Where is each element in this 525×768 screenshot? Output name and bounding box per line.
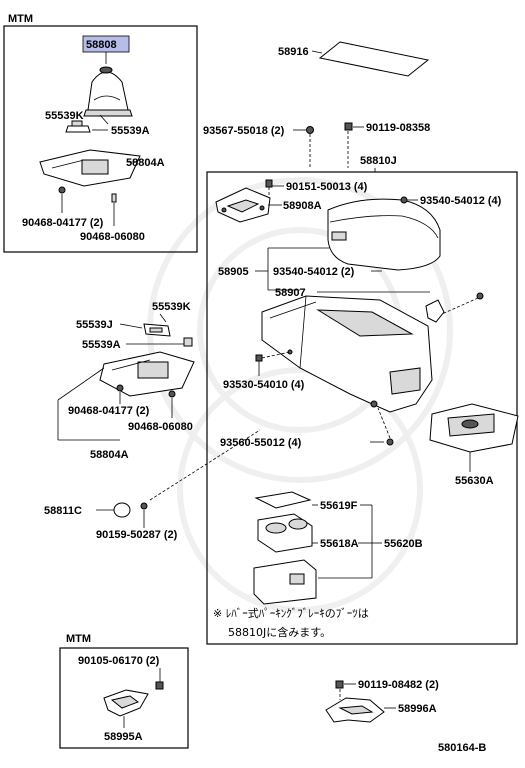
bracket-part-58995A [103,689,149,717]
mtm-label-bottom: MTM [66,633,91,645]
part-58916[interactable]: 58916 [278,46,309,58]
part-58908A[interactable]: 58908A [283,200,322,212]
note-line-1: ※ ﾚﾊﾞｰ式ﾊﾟｰｷﾝｸﾞﾌﾞﾚｰｷのﾌﾞｰﾂは [213,607,369,620]
part-90159-50287[interactable]: 90159-50287 (2) [96,529,178,541]
diagram-code: 580164-B [438,742,486,754]
mtm-box-bottom: MTM 90105-06170 (2) 58995A [59,633,189,749]
part-90468-04177-mid[interactable]: 90468-04177 (2) [68,405,150,417]
part-93560-55012[interactable]: 93560-55012 (4) [220,437,302,449]
clip-part [65,120,91,133]
part-58804A-top[interactable]: 58804A [126,157,165,169]
part-55539K-mid[interactable]: 55539K [152,301,191,313]
bracket-part-58996A [325,697,385,723]
part-55619F[interactable]: 55619F [320,500,358,512]
part-55539K-top[interactable]: 55539K [45,110,84,122]
part-93540-54012-2[interactable]: 93540-54012 (2) [273,266,355,278]
part-58905[interactable]: 58905 [218,266,249,278]
main-assembly-box: 90151-50013 (4) 58908A 93540-54012 (4) 5… [206,171,519,645]
part-55539J[interactable]: 55539J [76,319,113,331]
part-55620B[interactable]: 55620B [384,538,423,550]
part-58804A-mid[interactable]: 58804A [90,449,129,461]
clip-part-mid [143,323,171,337]
part-90468-04177-top[interactable]: 90468-04177 (2) [22,217,104,229]
part-55539A-top[interactable]: 55539A [111,125,150,137]
part-55630A[interactable]: 55630A [455,475,494,487]
shift-boot-part [83,66,133,117]
mtm-label-top: MTM [8,13,33,25]
shift-panel-group: 55539K 55539J 55539A 90468-04177 (2) 904… [57,301,195,461]
part-58995A[interactable]: 58995A [104,731,143,743]
part-90468-06080-mid[interactable]: 90468-06080 [128,421,193,433]
mtm-box-top: MTM 58808 55539K 55539A 58804A [3,13,198,253]
part-90151-50013[interactable]: 90151-50013 (4) [286,181,368,193]
part-93530-54010[interactable]: 93530-54010 (4) [223,379,305,391]
part-58996A[interactable]: 58996A [398,703,437,715]
screw-icon-mid [140,502,148,510]
shift-panel-part-mid [99,351,195,397]
part-58808[interactable]: 58808 [86,39,117,51]
part-90119-08482[interactable]: 90119-08482 (2) [358,679,439,691]
console-body-part [261,295,433,413]
bolt-icon [344,122,353,131]
screw-part [58,186,117,203]
screw-icon [306,126,314,134]
mat-part [318,41,430,77]
cup-insert-part [253,491,317,605]
armrest-lid-part [327,198,441,271]
cup-holder-part [429,403,519,453]
part-93567-55018[interactable]: 93567-55018 (2) [203,125,285,137]
part-90468-06080-top[interactable]: 90468-06080 [80,231,145,243]
part-58907[interactable]: 58907 [275,287,306,299]
note-line-2: 58810Jに含みます。 [228,625,331,639]
bolt-icon-bottom [335,680,344,689]
part-58810J[interactable]: 58810J [360,155,397,167]
latch-part [425,299,445,323]
part-58811C[interactable]: 58811C [44,505,82,517]
part-55618A[interactable]: 55618A [320,538,359,550]
part-90105-06170[interactable]: 90105-06170 (2) [78,655,160,667]
part-93540-54012-4[interactable]: 93540-54012 (4) [420,195,502,207]
knob-part [113,502,131,518]
hinge-bracket-part [215,187,271,223]
shift-panel-part [39,149,141,187]
part-55539A-mid[interactable]: 55539A [82,339,121,351]
part-90119-08358[interactable]: 90119-08358 [366,122,430,134]
